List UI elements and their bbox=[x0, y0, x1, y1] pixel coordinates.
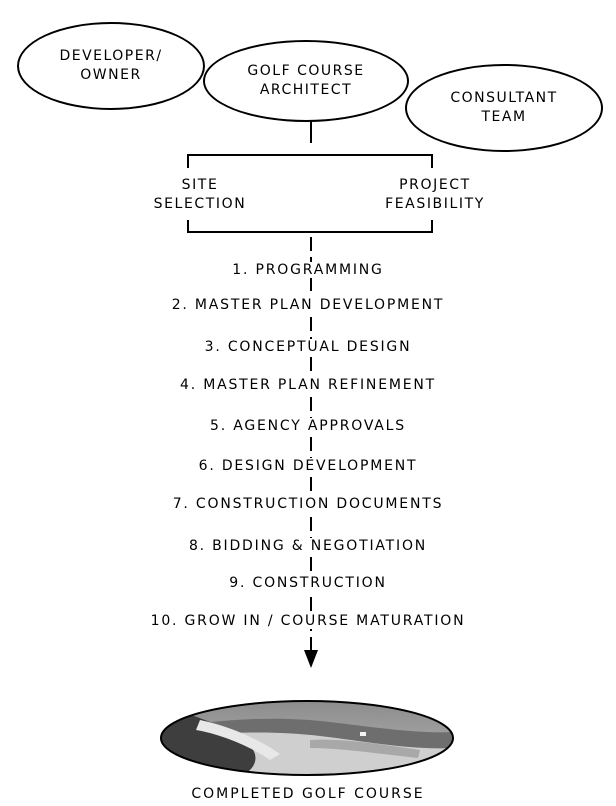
step-grow-in-course-maturation: 10. GROW IN / COURSE MATURATION bbox=[0, 612, 616, 630]
arrow-head bbox=[304, 650, 318, 668]
consultant-team-ellipse: CONSULTANT TEAM bbox=[405, 64, 603, 152]
step-agency-approvals: 5. AGENCY APPROVALS bbox=[0, 417, 616, 435]
developer-owner-ellipse: DEVELOPER/ OWNER bbox=[17, 22, 205, 110]
step-programming: 1. PROGRAMMING bbox=[0, 261, 616, 279]
completed-golf-course-label: COMPLETED GOLF COURSE bbox=[191, 786, 425, 802]
golf-course-photo bbox=[160, 700, 454, 776]
golf-course-architect-label: GOLF COURSE ARCHITECT bbox=[247, 63, 365, 98]
step-design-development: 6. DESIGN DEVELOPMENT bbox=[0, 457, 616, 475]
step-conceptual-design: 3. CONCEPTUAL DESIGN bbox=[0, 338, 616, 356]
step-master-plan-refinement: 4. MASTER PLAN REFINEMENT bbox=[0, 376, 616, 394]
step-construction-documents: 7. CONSTRUCTION DOCUMENTS bbox=[0, 495, 616, 513]
step-construction: 9. CONSTRUCTION bbox=[0, 574, 616, 592]
bracket-bottom bbox=[187, 220, 433, 233]
step-bidding-negotiation: 8. BIDDING & NEGOTIATION bbox=[0, 537, 616, 555]
consultant-team-label: CONSULTANT TEAM bbox=[450, 90, 558, 125]
site-selection-label: SITE SELECTION bbox=[140, 176, 260, 214]
bracket-top bbox=[187, 154, 433, 168]
project-feasibility-label: PROJECT FEASIBILITY bbox=[360, 176, 510, 214]
developer-owner-label: DEVELOPER/ OWNER bbox=[59, 48, 163, 83]
step-master-plan-development: 2. MASTER PLAN DEVELOPMENT bbox=[0, 296, 616, 314]
golf-course-architect-ellipse: GOLF COURSE ARCHITECT bbox=[203, 40, 409, 122]
